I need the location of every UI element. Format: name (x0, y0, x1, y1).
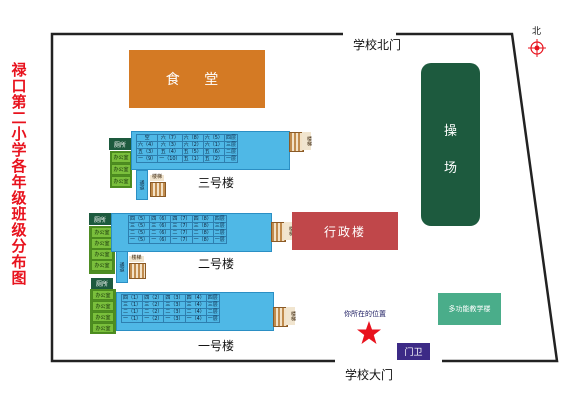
main-gate-label: 学校大门 (345, 368, 394, 382)
office-block: 办公室 办公室 办公室 (110, 151, 132, 188)
playground-label: 场 (443, 161, 457, 176)
restroom: 厕所 (109, 138, 131, 150)
corridor: 通道 (116, 251, 128, 283)
admin-building: 行政楼 (292, 212, 398, 250)
you-are-here-label: 你所在的位置 (344, 310, 386, 318)
office: 办公室 (92, 290, 114, 300)
canteen: 食 堂 (129, 50, 265, 108)
multi-purpose-building: 多功能教学楼 (438, 293, 501, 325)
building-3-classrooms: 空六（7）六（8）六（5）四层 六（4）六（3）六（2）六（1）三层 五（3）五… (131, 131, 290, 170)
building-3-label: 三号楼 (198, 176, 235, 190)
office: 办公室 (111, 164, 131, 175)
guard-house: 门卫 (397, 343, 430, 360)
north-label: 北 (532, 27, 542, 37)
office: 办公室 (91, 238, 113, 249)
class-table: 四（5）四（6）四（7）四（8）四层 三（5）三（6）三（7）三（8）三层 二（… (127, 215, 227, 244)
building-1-classrooms: 四（1）四（2）四（3）四（4）四层 三（1）三（2）三（3）三（4）三层 二（… (116, 292, 274, 331)
building-2-label: 二号楼 (198, 257, 235, 271)
office: 办公室 (91, 249, 113, 260)
north-gate-label: 学校北门 (353, 38, 402, 52)
staircase-label: 楼梯 (129, 256, 144, 262)
corridor: 通道 (136, 170, 148, 200)
staircase-label: 楼梯 (150, 174, 164, 181)
office: 办公室 (111, 152, 131, 163)
staircase-label: 楼梯 (302, 132, 312, 150)
office-block: 办公室 办公室 办公室 办公室 (89, 226, 115, 274)
class-table: 空六（7）六（8）六（5）四层 六（4）六（3）六（2）六（1）三层 五（3）五… (135, 134, 238, 163)
staircase-label: 楼梯 (286, 307, 296, 325)
playground: 操 场 (421, 63, 480, 226)
office: 办公室 (91, 227, 113, 238)
staircase (129, 263, 146, 279)
office-block: 办公室 办公室 办公室 办公室 (90, 289, 116, 334)
building-1-label: 一号楼 (198, 339, 235, 353)
office: 办公室 (92, 323, 114, 333)
compass-icon (528, 39, 546, 57)
staircase-label: 楼梯 (284, 222, 294, 240)
office: 办公室 (92, 312, 114, 322)
star-marker-icon (357, 321, 381, 344)
staircase (150, 182, 166, 197)
playground-label: 操 (443, 124, 457, 139)
office: 办公室 (92, 301, 114, 311)
class-table: 四（1）四（2）四（3）四（4）四层 三（1）三（2）三（3）三（4）三层 二（… (120, 294, 220, 323)
map-title: 禄 口 第 二 小 学 各 年 级 班 级 分 布 图 (11, 61, 27, 287)
restroom: 厕所 (89, 213, 111, 225)
office: 办公室 (111, 176, 131, 187)
building-2-classrooms: 四（5）四（6）四（7）四（8）四层 三（5）三（6）三（7）三（8）三层 二（… (111, 213, 272, 252)
office: 办公室 (91, 260, 113, 271)
restroom: 厕所 (91, 278, 113, 289)
